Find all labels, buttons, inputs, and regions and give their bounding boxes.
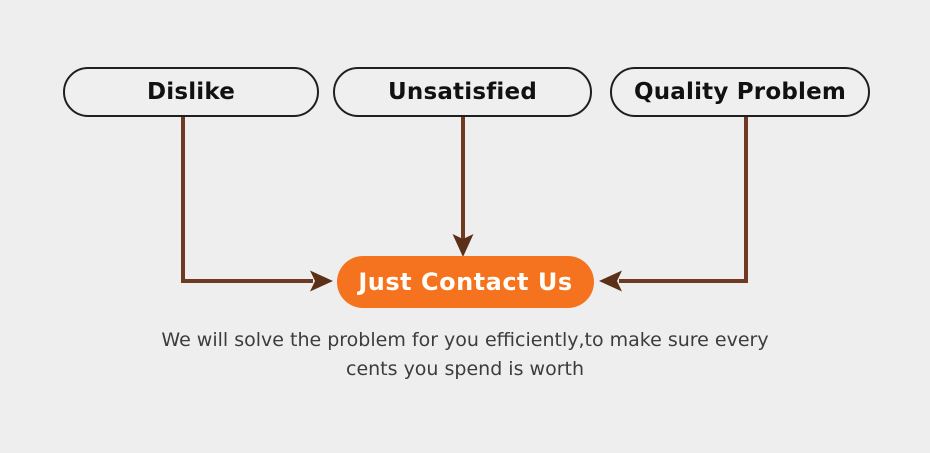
reason-label: Dislike	[146, 79, 236, 105]
unsatisfied-arrow	[452, 117, 474, 257]
arrow-right-icon	[310, 270, 333, 292]
dislike-arrow	[181, 117, 333, 292]
caption-line-1: We will solve the problem for you effici…	[161, 329, 769, 351]
contact-us-button[interactable]: Just Contact Us	[337, 256, 594, 308]
reason-pill-quality-problem: Quality Problem	[610, 67, 870, 117]
caption: We will solve the problem for you effici…	[0, 326, 930, 384]
reason-label: Quality Problem	[633, 79, 847, 105]
caption-line-2: cents you spend is worth	[346, 358, 584, 380]
reason-pill-dislike: Dislike	[63, 67, 319, 117]
arrow-down-icon	[452, 234, 474, 257]
quality-problem-arrow	[599, 117, 748, 292]
contact-us-label: Just Contact Us	[358, 268, 573, 296]
reason-label: Unsatisfied	[388, 79, 537, 105]
arrow-left-icon	[599, 270, 622, 292]
reason-pill-unsatisfied: Unsatisfied	[333, 67, 592, 117]
